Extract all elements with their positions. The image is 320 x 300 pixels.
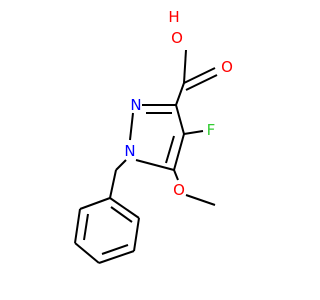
- bond-c4-f: [183, 130, 204, 135]
- bond-ph-4: [98, 250, 135, 264]
- bond-c-o-double-a: [183, 67, 216, 84]
- atom-label-n1: N: [124, 142, 135, 160]
- bond-ph-2-inner: [83, 213, 89, 241]
- bond-ph-6-inner: [110, 206, 133, 223]
- atom-label-hydroxyl-o: O: [171, 29, 183, 47]
- bond-ch2-ph: [109, 169, 117, 199]
- bond-n1-ch2: [115, 159, 127, 171]
- bond-ph-5: [133, 217, 140, 252]
- bond-c5-o: [173, 169, 179, 181]
- atom-label-f: F: [207, 121, 216, 139]
- bond-ph-2: [74, 208, 81, 244]
- bond-c-o-double-b: [185, 74, 218, 91]
- bond-ph-4-inner: [101, 244, 129, 255]
- bond-n1-c5: [135, 159, 175, 171]
- bond-c4-c3: [175, 104, 185, 135]
- bond-ph-1: [79, 197, 111, 210]
- molecule-structure: H O O N N F O: [0, 0, 300, 300]
- bond-ph-6: [109, 197, 140, 219]
- bond-o-ch3: [185, 194, 216, 206]
- molecule-diagram: H O O N N F O: [0, 0, 300, 300]
- bond-c5-c4: [173, 133, 185, 171]
- background: [0, 0, 300, 300]
- atom-label-methoxy-o: O: [173, 181, 185, 199]
- atom-label-n2: N: [130, 96, 141, 114]
- bond-c-oh: [183, 49, 187, 84]
- bond-c5-c4-inner: [165, 135, 175, 164]
- bond-c-ring: [175, 82, 185, 106]
- bond-ph-3: [74, 242, 100, 264]
- bond-n2-n1: [129, 112, 134, 141]
- atom-label-carbonyl-o: O: [221, 58, 233, 76]
- atom-label-h: H: [168, 8, 179, 26]
